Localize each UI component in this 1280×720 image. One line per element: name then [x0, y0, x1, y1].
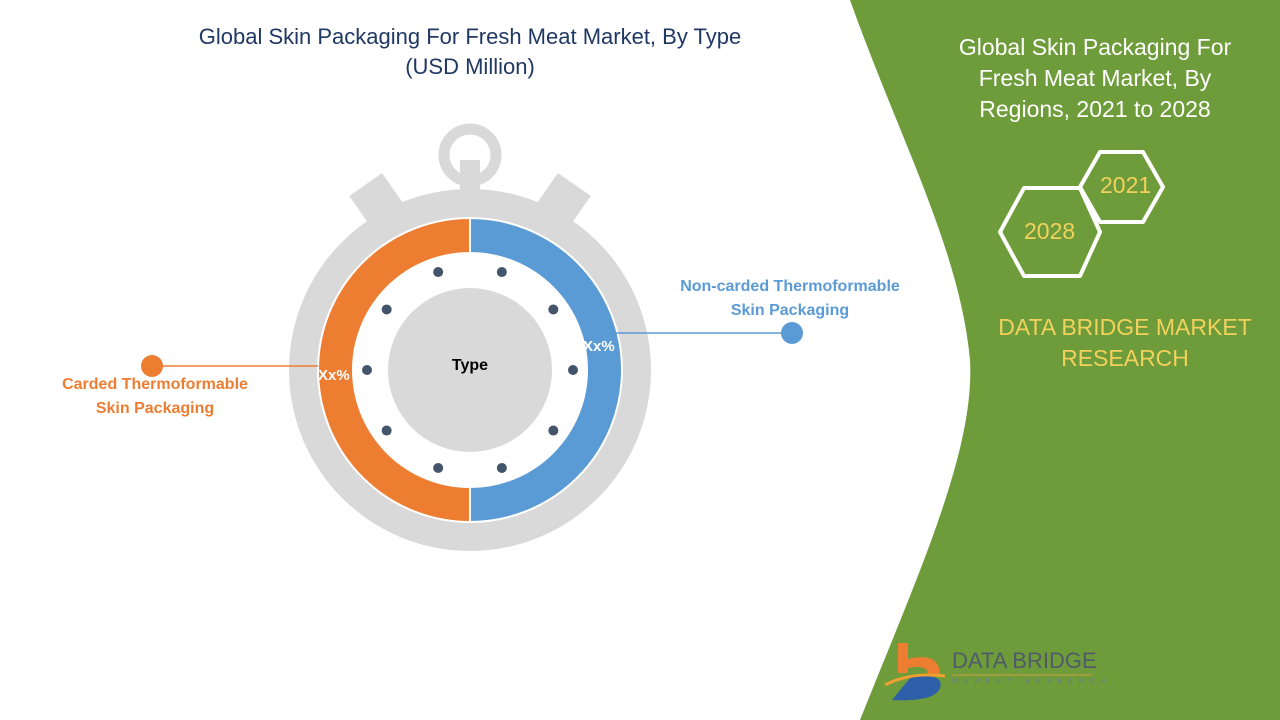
regions-title-line-3: Regions, 2021 to 2028 [979, 96, 1211, 122]
clock-dots [362, 267, 578, 473]
marker-carded [141, 355, 163, 377]
chart-title: Global Skin Packaging For Fresh Meat Mar… [60, 22, 880, 82]
hexagon-2028 [998, 186, 1102, 278]
clock-dot [381, 425, 392, 436]
label-carded: Carded Thermoformable Skin Packaging [30, 373, 280, 421]
clock-dot [381, 304, 392, 315]
clock-dot [433, 462, 444, 473]
center-label: Type [451, 357, 489, 374]
hexagons [998, 150, 1165, 278]
clock-dot [548, 425, 559, 436]
clock-dot [568, 365, 578, 375]
green-panel [850, 0, 1280, 720]
clock-dot [548, 304, 559, 315]
regions-title: Global Skin Packaging For Fresh Meat Mar… [930, 32, 1260, 125]
logo-icon [884, 643, 1092, 701]
label-noncarded-line-1: Non-carded Thermoformable [680, 278, 900, 295]
clock-dot [362, 365, 372, 375]
year-2028: 2028 [1024, 218, 1076, 244]
label-noncarded: Non-carded Thermoformable Skin Packaging [660, 275, 920, 323]
regions-title-line-2: Fresh Meat Market, By [978, 65, 1212, 91]
label-carded-line-2: Skin Packaging [95, 400, 215, 417]
label-carded-line-1: Carded Thermoformable [62, 376, 248, 393]
brand-line-2: RESEARCH [1061, 345, 1189, 371]
clock-dot [496, 462, 507, 473]
year-2021: 2021 [1100, 172, 1152, 198]
marker-noncarded [781, 322, 803, 344]
clock-dot [496, 267, 507, 278]
clock-dot [433, 267, 444, 278]
logo-name: DATA BRIDGE [952, 648, 1097, 673]
regions-title-line-1: Global Skin Packaging For [958, 34, 1232, 60]
value-label-carded: Xx% [318, 367, 350, 384]
title-line-2: (USD Million) [405, 54, 535, 79]
title-line-1: Global Skin Packaging For Fresh Meat Mar… [198, 24, 742, 49]
logo-sub: MARKET RESEARCH [952, 678, 1112, 685]
brand-text: DATA BRIDGE MARKET RESEARCH [960, 312, 1280, 374]
center-circle [388, 288, 552, 452]
label-noncarded-line-2: Skin Packaging [730, 302, 850, 319]
value-label-noncarded: Xx% [583, 338, 615, 355]
brand-line-1: DATA BRIDGE MARKET [998, 314, 1252, 340]
